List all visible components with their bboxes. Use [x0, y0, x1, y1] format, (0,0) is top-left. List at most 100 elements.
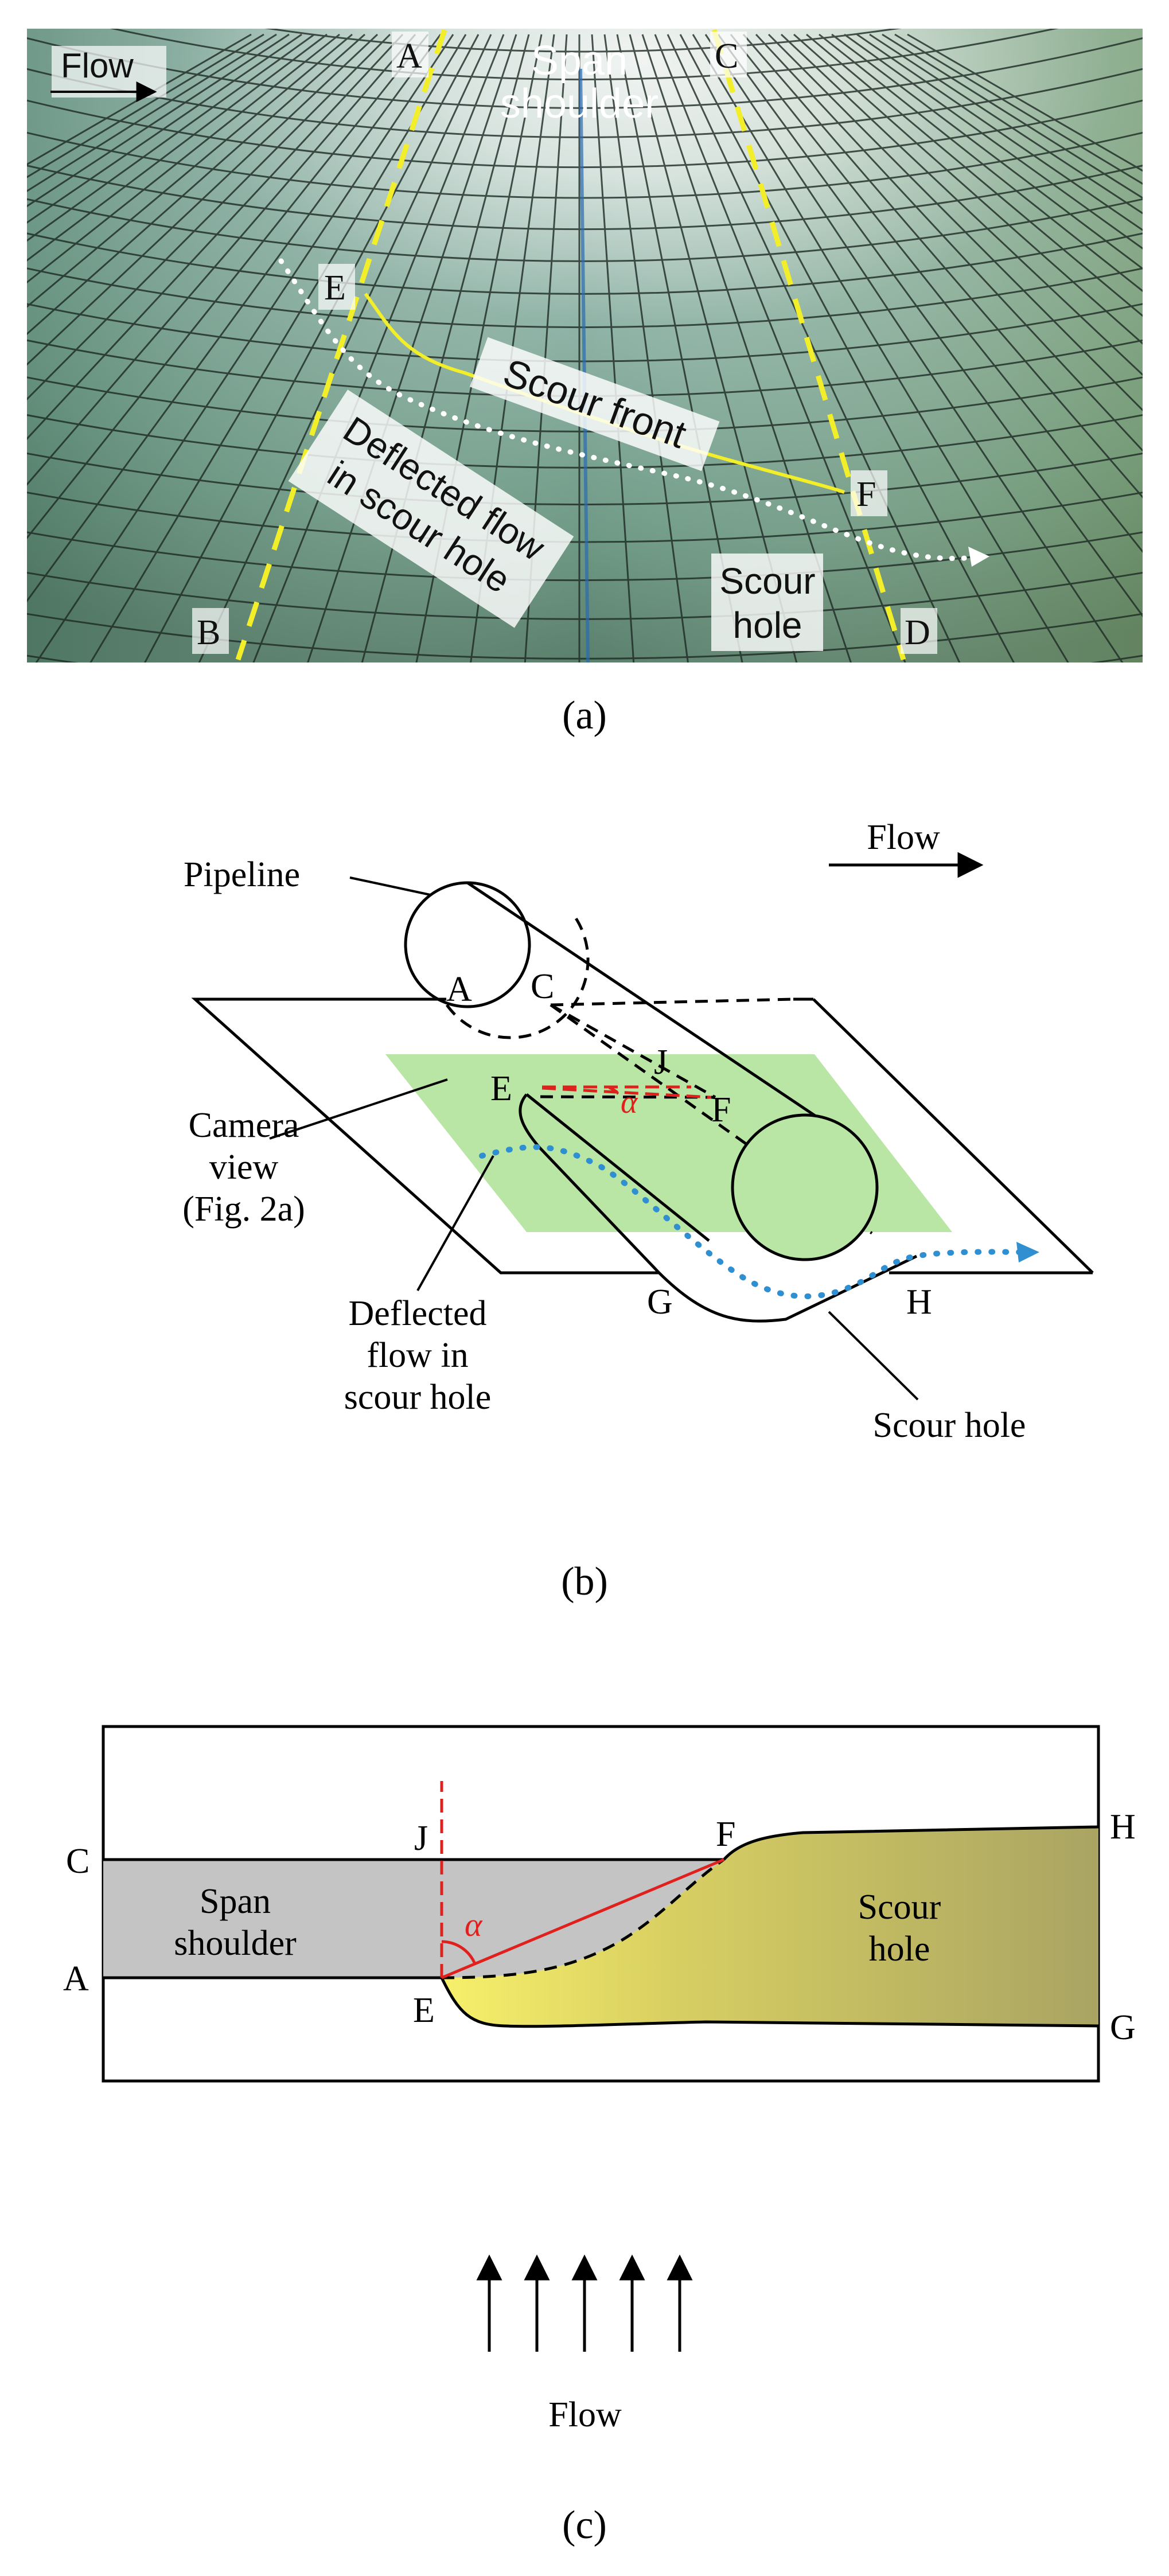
grid-line-radial — [806, 33, 1143, 317]
grid-line-arc — [27, 571, 1143, 620]
caption-b: (b) — [561, 1560, 608, 1604]
grid-line-arc — [27, 414, 1143, 469]
grid-line-radial — [730, 34, 1143, 554]
span-shoulder-label-c2: shoulder — [174, 1924, 297, 1963]
grid-line-arc — [27, 376, 1143, 432]
panel-b — [191, 852, 1094, 1401]
point-c-label: C — [715, 37, 738, 76]
pipeline-bottom-hidden — [550, 1003, 873, 1235]
point-e-label: E — [324, 268, 346, 307]
grid-line-radial — [667, 34, 961, 662]
red-line-e-f — [441, 1858, 724, 1979]
flow-label-a: Flow — [61, 46, 134, 85]
grid-line-radial — [27, 33, 264, 178]
grid-line-arc — [27, 613, 1143, 660]
dashed-a-c — [550, 997, 794, 1007]
grid-line-arc — [0, 826, 1169, 867]
red-alpha-arc-c — [441, 1940, 477, 1965]
grid-line-radial — [27, 33, 379, 366]
grid-line-radial — [742, 34, 1143, 499]
point-c-label-b: C — [531, 967, 554, 1006]
grid-line-arc — [27, 452, 1143, 506]
grid-line-radial — [27, 33, 365, 336]
grid-line-radial — [831, 33, 1143, 270]
scour-hole-label-box-a: Scour hole — [711, 554, 823, 651]
pipeline-hidden-arc — [445, 914, 590, 1039]
panel-c — [102, 1725, 1100, 2352]
point-j-label-c: J — [414, 1819, 428, 1858]
grid-line-radial — [603, 34, 689, 662]
red-dashed-e-f — [541, 1086, 712, 1099]
flume-photo — [0, 29, 1169, 867]
grid-line-radial — [907, 33, 1143, 172]
grid-line-radial — [894, 33, 1143, 185]
photo-grid-lines — [0, 29, 1169, 867]
point-h-label-b: H — [906, 1283, 932, 1322]
grid-line-radial — [882, 33, 1143, 199]
leader-camera-view — [269, 1078, 448, 1140]
grid-line-radial — [27, 33, 328, 262]
panel-b-text: Flow Pipeline Camera view (Fig. 2a) Defl… — [182, 818, 1026, 1604]
scour-hole-region — [442, 1827, 1098, 2026]
grid-line-radial — [793, 33, 1143, 345]
flow-label-c: Flow — [548, 2395, 622, 2434]
caption-a: (a) — [562, 693, 607, 738]
blue-centre-line — [579, 68, 590, 662]
pipeline-top-edge — [466, 881, 863, 1149]
point-labels-a: A C E F B D — [192, 32, 937, 654]
point-h-label-c: H — [1110, 1807, 1136, 1846]
deflected-flow-label-b2: flow in — [367, 1336, 468, 1375]
leader-pipeline — [349, 876, 431, 896]
dashed-c-f — [550, 1003, 716, 1099]
span-shoulder-label-c1: Span — [200, 1882, 271, 1921]
grid-line-radial — [27, 33, 302, 224]
grid-line-radial — [35, 34, 454, 662]
point-e-label-b: E — [490, 1069, 512, 1108]
grid-line-radial — [143, 34, 480, 662]
grid-line-radial — [27, 33, 290, 208]
grid-line-radial — [361, 34, 530, 662]
point-g-label-b: G — [647, 1283, 673, 1322]
deflected-flow-path — [278, 258, 978, 562]
caption-c: (c) — [562, 2503, 607, 2547]
grid-line-radial — [844, 33, 1143, 250]
grid-line-arc — [27, 303, 1143, 363]
grid-line-radial — [27, 33, 404, 441]
grid-line-radial — [252, 34, 505, 662]
boundary-f-h — [723, 1825, 1099, 1861]
leader-scour-hole — [828, 1311, 919, 1401]
grid-line-radial — [767, 33, 1143, 412]
point-a-label: A — [396, 37, 422, 76]
bed-plane-left — [191, 997, 658, 1275]
deflected-flow-label-b1: Deflected — [349, 1294, 487, 1333]
grid-line-radial — [27, 33, 340, 284]
span-shoulder-region — [103, 1860, 724, 1978]
span-shoulder-label-a1: Span — [531, 38, 628, 84]
scour-hole-inner — [525, 1093, 710, 1242]
point-g-label-c: G — [1110, 2008, 1136, 2047]
red-alpha-arc-b — [608, 1086, 619, 1095]
grid-line-arc — [264, 29, 902, 53]
grid-line-radial — [819, 33, 1143, 293]
scour-hole-label-c2: hole — [869, 1930, 930, 1969]
grid-line-radial — [704, 34, 1124, 662]
bed-plane-right-edge — [812, 998, 1094, 1274]
point-e-label-c: E — [413, 1991, 435, 2030]
span-shoulder-label-a2: shoulder — [500, 81, 658, 127]
grid-line-radial — [27, 34, 429, 540]
point-j-label-b: J — [654, 1043, 668, 1082]
flow-label-b: Flow — [867, 818, 940, 857]
dashed-e-f-curve — [441, 1858, 725, 1979]
scour-hole-label-b: Scour hole — [873, 1406, 1026, 1445]
line-c-d — [711, 29, 906, 661]
scour-hole-label-a1: Scour — [719, 560, 815, 602]
grid-line-radial — [27, 34, 442, 603]
camera-view-label-3: (Fig. 2a) — [182, 1190, 305, 1229]
grid-line-radial — [27, 33, 252, 166]
grid-line-radial — [27, 34, 416, 486]
grid-line-radial — [89, 34, 467, 662]
grid-line-radial — [27, 33, 315, 242]
grid-line-radial — [869, 33, 1143, 215]
grid-line-radial — [654, 34, 906, 662]
